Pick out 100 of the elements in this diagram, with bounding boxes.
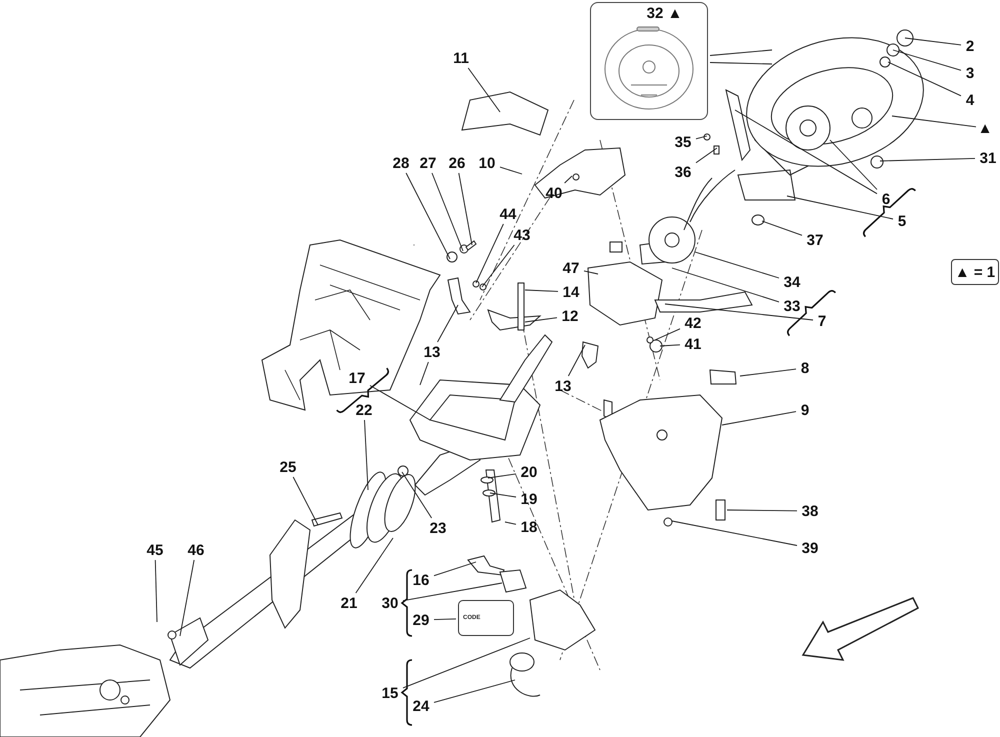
callout-number: 42 <box>682 314 704 332</box>
leader-line <box>434 562 476 576</box>
leader-line <box>672 268 780 302</box>
callout-number: 14 <box>560 283 582 301</box>
callout-number: 12 <box>559 307 581 325</box>
callout-number: 22 <box>353 401 375 419</box>
callout-number: 28 <box>390 154 412 172</box>
leader-line <box>672 520 798 546</box>
callout-number: 21 <box>338 594 360 612</box>
callout-number: 27 <box>417 154 439 172</box>
legend-note: ▲ = 1 <box>951 259 999 285</box>
callout-number: 19 <box>518 490 540 508</box>
leader-line <box>490 492 516 498</box>
leader-line <box>564 176 572 184</box>
leader-line <box>710 62 772 64</box>
leader-line <box>696 148 718 164</box>
leader-line <box>292 476 318 526</box>
callout-number: 35 <box>672 133 694 151</box>
leader-line <box>880 158 976 162</box>
callout-number: 4 <box>963 91 977 109</box>
callout-number: 39 <box>799 539 821 557</box>
callout-number: 24 <box>410 697 432 715</box>
callout-number: 29 <box>410 611 432 629</box>
leader-line <box>568 344 586 376</box>
callout-number: 20 <box>518 463 540 481</box>
callout-number: 2 <box>963 37 977 55</box>
leader-line <box>180 560 195 636</box>
leader-line <box>434 680 516 703</box>
leader-line <box>654 328 680 340</box>
leader-line <box>892 50 962 71</box>
leader-line <box>584 270 598 274</box>
leader-line <box>786 196 894 220</box>
callout-number: 18 <box>518 518 540 536</box>
callout-number: 36 <box>672 163 694 181</box>
leader-line <box>402 472 432 518</box>
leader-line <box>458 172 472 246</box>
leader-line <box>432 172 464 252</box>
callout-number: 33 <box>781 297 803 315</box>
leader-line <box>524 317 558 322</box>
callout-number: 25 <box>277 458 299 476</box>
callout-number: 16 <box>410 571 432 589</box>
leader-line <box>364 420 368 490</box>
leader-line <box>710 50 772 56</box>
callout-number: 6 <box>879 190 893 208</box>
leader-line <box>500 166 522 174</box>
callout-number: 7 <box>815 312 829 330</box>
callout-number: 38 <box>799 502 821 520</box>
callout-number: 44 <box>497 205 519 223</box>
leader-line <box>488 473 516 478</box>
leader-line <box>694 252 780 278</box>
callout-number: 8 <box>798 359 812 377</box>
callout-number: 47 <box>560 259 582 277</box>
leader-line <box>830 140 878 190</box>
leader-line <box>740 368 796 376</box>
leader-line <box>476 224 504 284</box>
callout-number: 43 <box>511 226 533 244</box>
callout-number: 41 <box>682 335 704 353</box>
leader-line <box>406 172 450 260</box>
leader-line <box>154 560 158 622</box>
leader-line <box>355 538 394 594</box>
leader-line <box>696 136 708 140</box>
callout-number: 46 <box>185 541 207 559</box>
leader-line <box>734 110 878 194</box>
callout-number: 23 <box>427 519 449 537</box>
leader-line <box>892 116 976 128</box>
callout-number: 45 <box>144 541 166 559</box>
callout-number: 32 ▲ <box>644 4 684 22</box>
leader-line <box>482 244 515 288</box>
leader-line <box>504 522 516 525</box>
leader-line <box>722 411 796 426</box>
leader-line <box>434 618 456 620</box>
leader-line <box>370 385 430 420</box>
callout-number: 30 <box>379 594 401 612</box>
leader-line <box>726 510 798 512</box>
leader-line <box>402 638 530 688</box>
leader-line <box>524 290 558 292</box>
callout-number: 3 <box>963 64 977 82</box>
leader-line <box>762 220 802 236</box>
callout-number: 34 <box>781 273 803 291</box>
callout-number: 5 <box>895 212 909 230</box>
callout-number: 13 <box>552 377 574 395</box>
callout-number: 9 <box>798 401 812 419</box>
callout-number: 11 <box>450 49 472 67</box>
leader-line <box>888 62 962 96</box>
leader-line <box>402 582 502 602</box>
leader-line <box>904 38 962 46</box>
leader-line <box>437 304 458 342</box>
callout-number: 26 <box>446 154 468 172</box>
leader-line <box>664 304 814 320</box>
leader-line <box>420 362 429 386</box>
callout-number: 15 <box>379 684 401 702</box>
inset-panel <box>590 2 708 120</box>
callout-number: ▲ <box>978 119 992 137</box>
callout-number: 17 <box>346 369 368 387</box>
leader-line <box>468 68 500 112</box>
callout-number: 13 <box>421 343 443 361</box>
callout-number: 31 <box>977 149 999 167</box>
leader-line <box>660 344 680 346</box>
callout-number: 37 <box>804 231 826 249</box>
callout-number: 10 <box>476 154 498 172</box>
